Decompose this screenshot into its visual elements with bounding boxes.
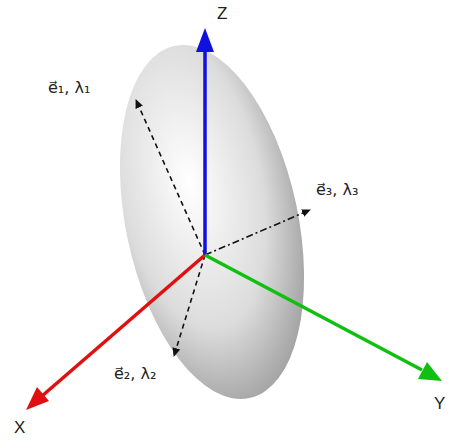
ellipsoid (90, 28, 333, 416)
eigenvector-label: e⃗₂, λ₂ (114, 364, 156, 383)
z-arrowhead (196, 28, 214, 52)
x-axis (42, 255, 205, 396)
eigenvector-1 (136, 100, 205, 255)
x-arrowhead (26, 387, 49, 410)
y-arrowhead (418, 362, 442, 381)
eigenvector-label: e⃗₁, λ₁ (48, 78, 90, 97)
axis-label: X (14, 418, 25, 438)
axis-label: Y (434, 394, 445, 414)
axis-label: Z (217, 4, 227, 24)
z-axis (203, 48, 207, 255)
eigenvector-3 (205, 210, 310, 255)
eigenvector-label: e⃗₃, λ₃ (316, 180, 358, 199)
y-axis (205, 255, 422, 370)
